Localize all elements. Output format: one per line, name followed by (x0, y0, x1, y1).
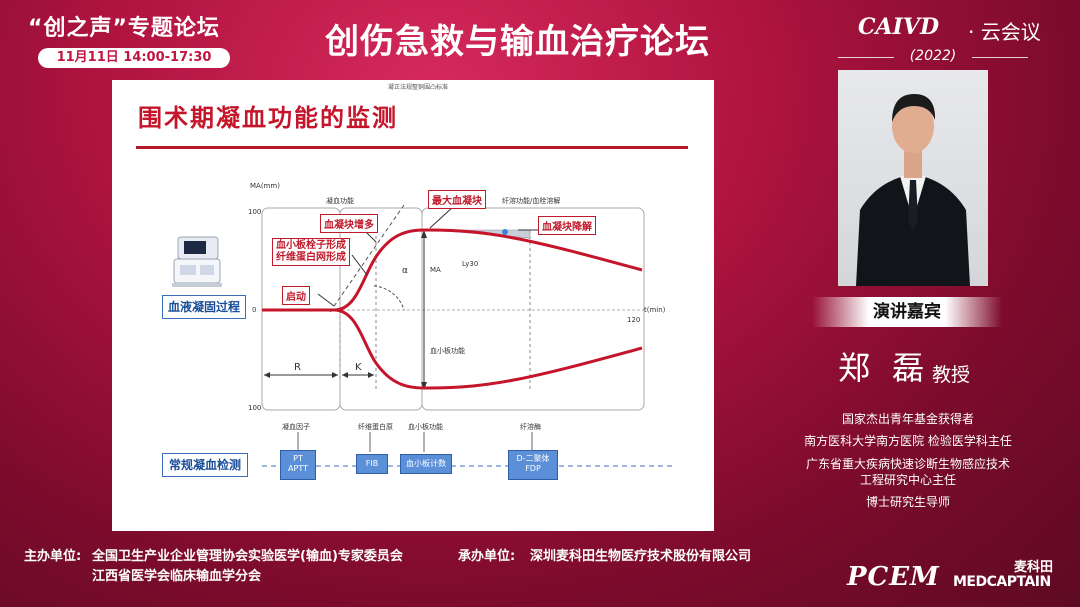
medcaptain-logo-cn: 麦科田 (1014, 560, 1054, 575)
slide-title: 围术期凝血功能的监测 (138, 104, 398, 132)
host-label: 主办单位: (24, 549, 82, 564)
phase-coagulation: 凝血功能 (326, 197, 354, 205)
phase-fibrinolysis: 纤溶功能/血栓溶解 (502, 197, 561, 205)
caivd-logo: CAIVD (858, 14, 940, 40)
annotation-max-clot: 最大血凝块 (428, 190, 486, 209)
k-label: K (355, 362, 362, 373)
annotation-platelet-line1: 血小板栓子形成 (276, 240, 346, 251)
speaker-name: 郑 磊 (838, 349, 931, 387)
test-box-ddimer-fdp: D-二聚体 FDP (508, 450, 558, 480)
session-time: 11月11日 14:00-17:30 (38, 48, 230, 68)
annotation-clot-increase: 血凝块增多 (320, 214, 378, 233)
platelet-function-label: 血小板功能 (430, 347, 465, 355)
title-divider (136, 146, 688, 149)
forum-series-title: “创之声”专题论坛 (28, 16, 220, 41)
host-line2: 江西省医学会临床输血学分会 (92, 569, 262, 584)
clotting-process-label: 血液凝固过程 (162, 295, 246, 319)
medcaptain-logo-en: MEDCAPTAIN (953, 574, 1051, 590)
test-box-pt-aptt: PT APTT (280, 450, 316, 480)
slide-caption: 凝正法规整铜围凸标准 (388, 84, 449, 91)
y-axis-top-tick: 100 (248, 208, 262, 216)
analyzer-device-icon (172, 236, 222, 287)
presentation-slide: 凝正法规整铜围凸标准 围术期凝血功能的监测 血液凝固过程 常规凝血检测 (112, 80, 714, 531)
ly30-label: Ly30 (462, 260, 479, 268)
pcem-logo: PCEM (847, 562, 940, 592)
factor-label-platelet: 血小板功能 (408, 423, 443, 431)
forum-title: 创伤急救与输血治疗论坛 (325, 22, 710, 62)
cloud-meeting-label: · 云会议 (968, 20, 1041, 44)
speaker-banner: 演讲嘉宾 (812, 297, 1002, 327)
speaker-credential: 国家杰出青年基金获得者 (841, 412, 974, 426)
speaker-photo (838, 70, 988, 286)
y-axis-unit: MA(mm) (250, 182, 280, 190)
speaker-credential: 博士研究生导师 (865, 495, 950, 509)
routine-tests-label: 常规凝血检测 (162, 453, 248, 477)
host-line1: 全国卫生产业企业管理协会实验医学(输血)专家委员会 (92, 549, 403, 564)
organizer-label: 承办单位: (458, 549, 516, 564)
test-ddimer: D-二聚体 (516, 454, 550, 463)
speaker-credential: 工程研究中心主任 (859, 473, 956, 487)
test-aptt: APTT (288, 464, 308, 473)
ma-label: MA (430, 266, 441, 274)
y-axis-bottom-tick: 100 (248, 404, 262, 412)
annotation-clot-lysis: 血凝块降解 (538, 216, 596, 235)
test-pt: PT (293, 454, 303, 463)
teg-diagram (261, 204, 672, 467)
factor-label-coag-factors: 凝血因子 (282, 423, 310, 431)
annotation-start: 启动 (282, 286, 310, 305)
r-label: R (294, 362, 301, 373)
test-box-fib: FIB (356, 454, 388, 474)
factor-label-fibrinogen: 纤维蛋白原 (358, 423, 393, 431)
factor-label-plasmin: 纤溶酶 (520, 423, 541, 431)
x-axis-end-tick: 120 (627, 316, 641, 324)
organizer-name: 深圳麦科田生物医疗技术股份有限公司 (530, 549, 752, 564)
annotation-fibrin-line2: 纤维蛋白网形成 (276, 252, 346, 263)
speaker-credential: 广东省重大疾病快速诊断生物感应技术 (805, 457, 1010, 471)
speaker-credential: 南方医科大学南方医院 检验医学科主任 (804, 434, 1012, 448)
brand-year: (2022) (838, 48, 1028, 64)
test-box-platelet-count: 血小板计数 (400, 454, 452, 474)
speaker-portrait-image (856, 94, 970, 286)
annotation-platelet-fibrin: 血小板栓子形成 纤维蛋白网形成 (272, 238, 350, 266)
x-axis-unit: t(min) (644, 306, 666, 314)
test-fdp: FDP (525, 464, 541, 473)
y-axis-zero-tick: 0 (252, 306, 257, 314)
alpha-label: α (402, 266, 408, 276)
speaker-role: 教授 (932, 364, 971, 386)
